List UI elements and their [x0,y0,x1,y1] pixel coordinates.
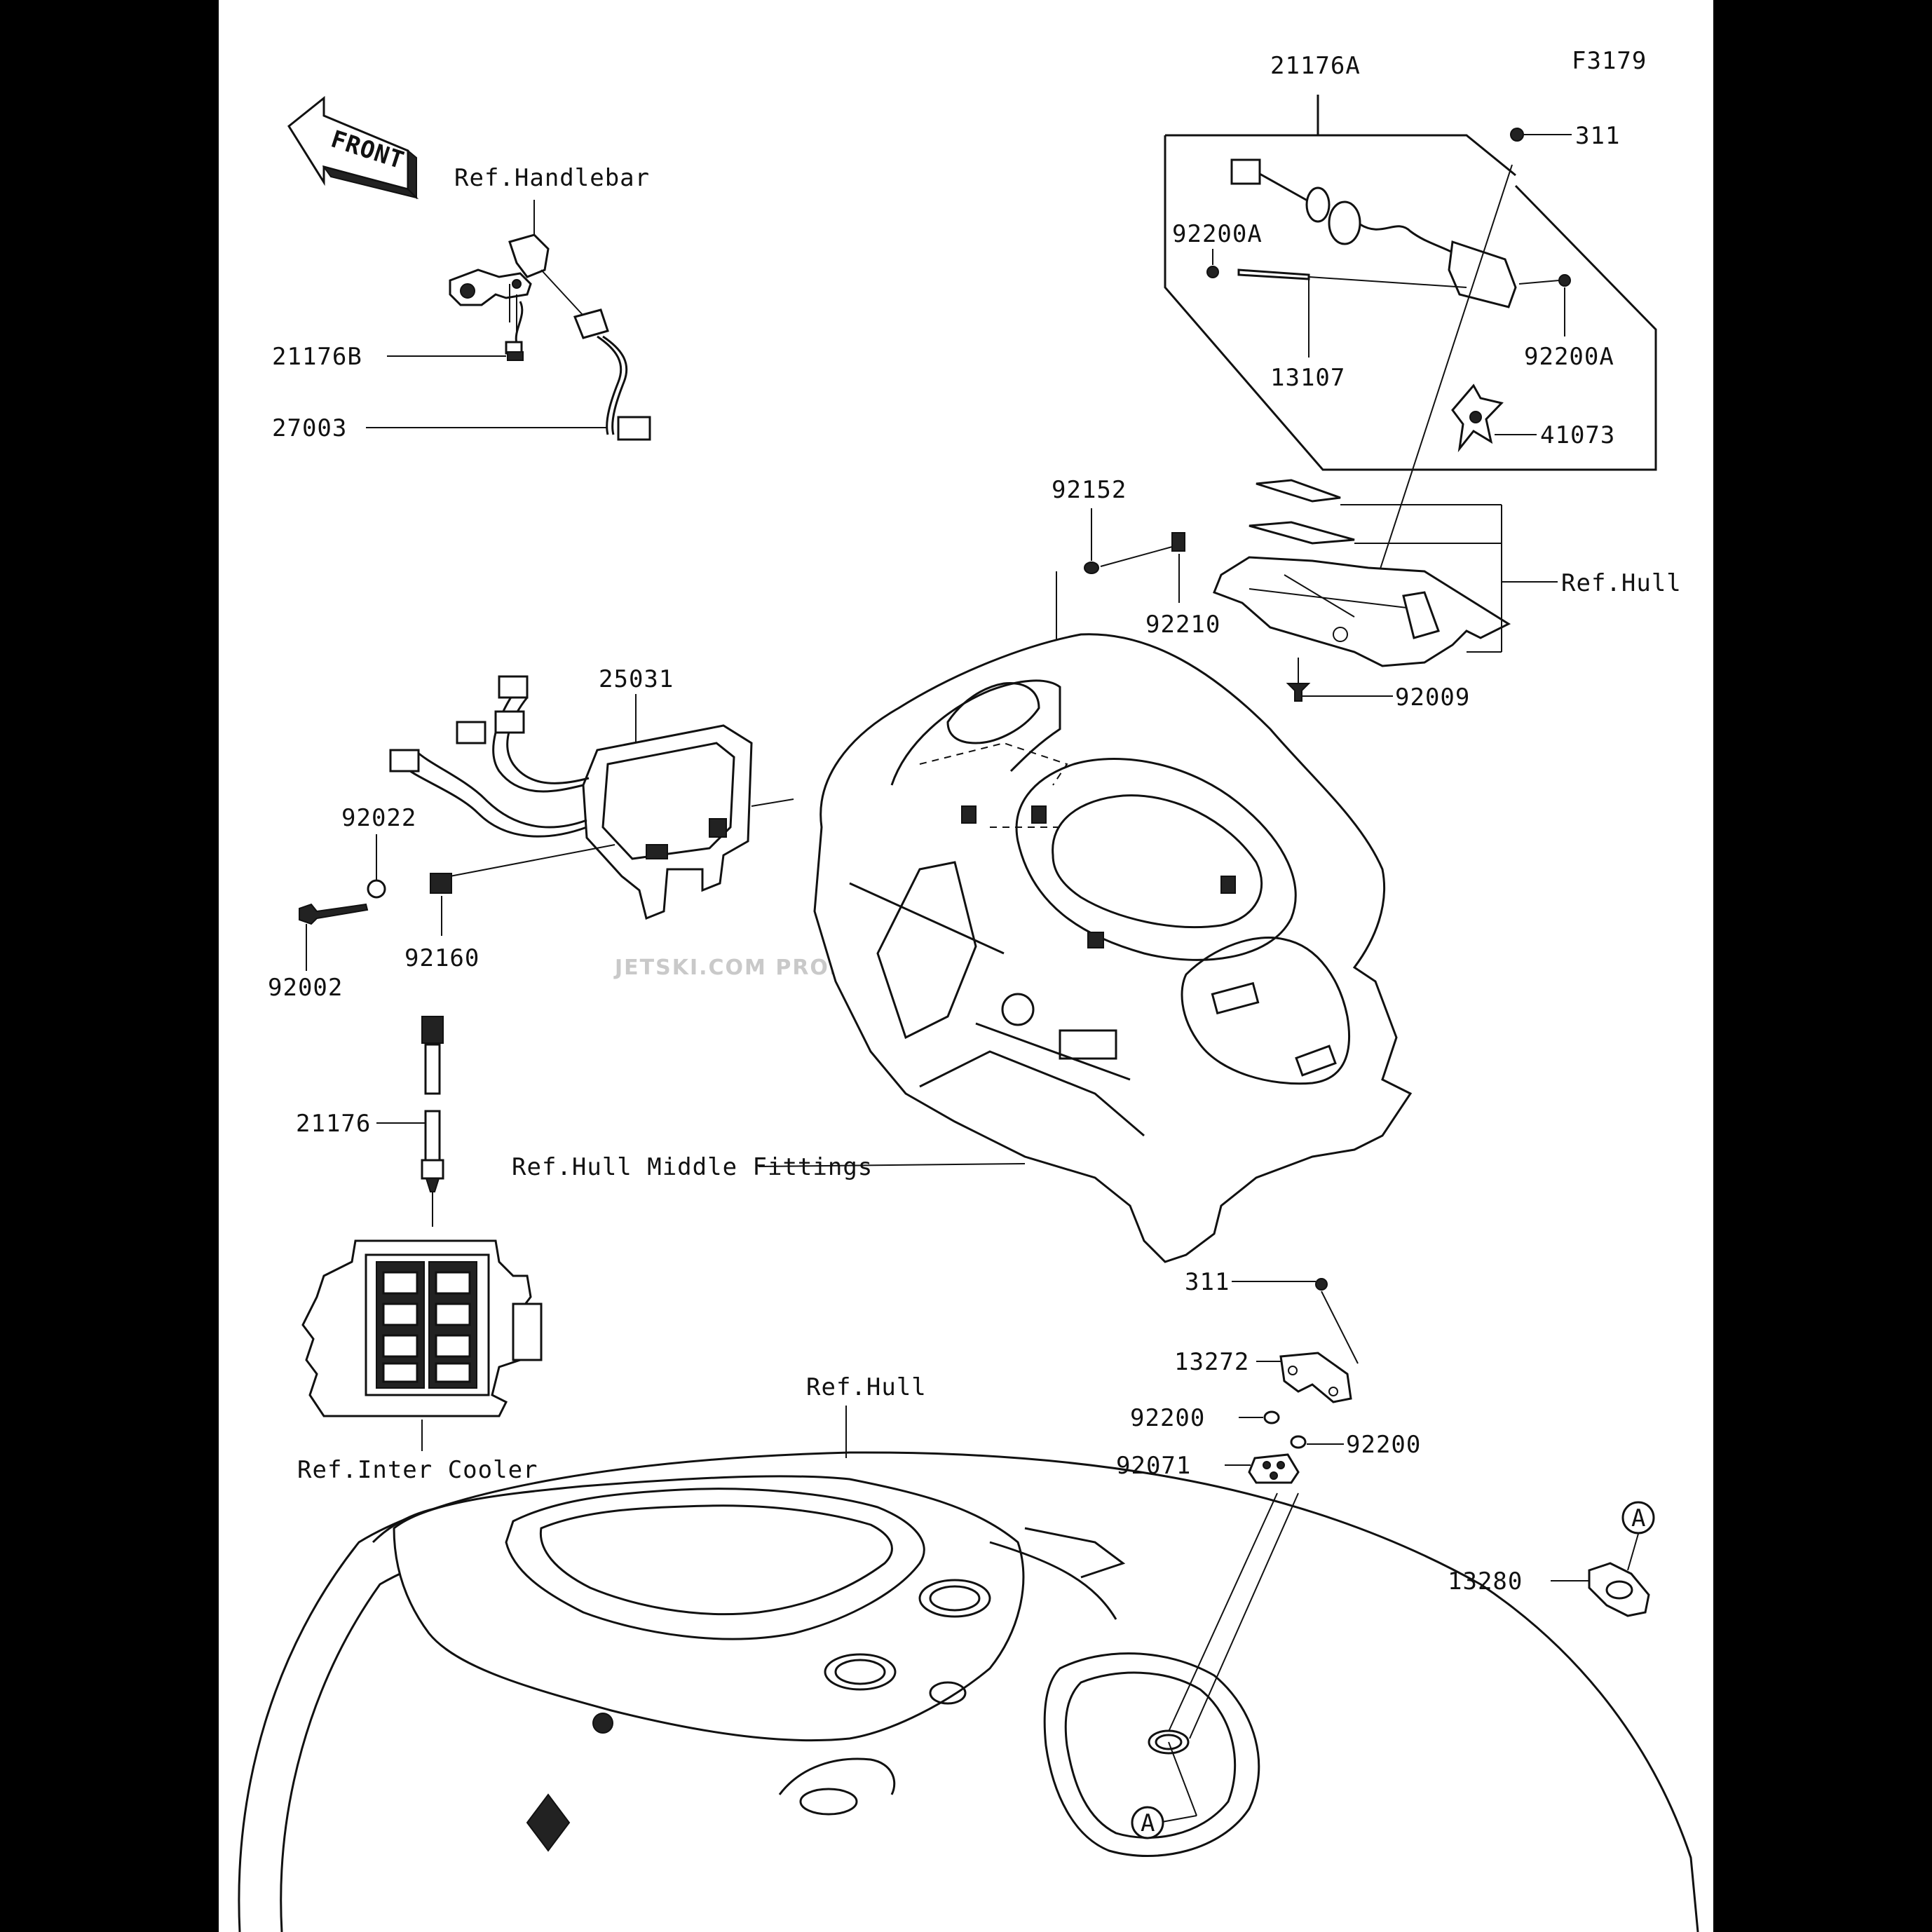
label-92210: 92210 [1145,611,1220,639]
bolt-311-bottom [1315,1278,1328,1291]
meter-25031 [582,724,753,920]
meter-assembly: 25031 [389,665,753,920]
parts-diagram-page: F3179 FRONT 21176A 311 13107 92200A [219,0,1713,1932]
callout-A-right [1621,1501,1655,1535]
sensor-21176B [507,351,524,361]
sensor-kit-group: 21176A 311 13107 92200A 92200A 41073 [1164,52,1657,632]
label-92022: 92022 [341,804,416,832]
label-21176A: 21176A [1270,52,1361,80]
plate-lower [1249,521,1355,545]
label-92009: 92009 [1395,683,1470,712]
hull-body [238,1451,1699,1932]
washer-92200-right [1290,1435,1307,1449]
nut-92210 [1171,532,1185,552]
label-41073: 41073 [1540,421,1615,449]
sensor-connector [1230,158,1261,185]
temp-sensor-21176 [421,1016,444,1192]
label-92200-right: 92200 [1346,1431,1421,1459]
sensor-bracket [1448,240,1517,308]
gasket-13280 [1588,1562,1650,1617]
label-ref-hull-bottom: Ref.Hull [806,1373,927,1401]
washer-92152 [1084,562,1099,574]
hull-middle-fittings [813,633,1413,1263]
label-21176: 21176 [296,1110,371,1138]
bolt-92002 [299,903,369,925]
label-21176B: 21176B [272,343,362,371]
exploded-parts-diagram: F3179 FRONT 21176A 311 13107 92200A [238,47,1699,1932]
label-ref-hull-top: Ref.Hull [1561,569,1682,597]
washer-92200-left [1263,1410,1280,1424]
pin-13107 [1237,268,1310,280]
label-13107: 13107 [1270,364,1345,392]
label-13272: 13272 [1174,1348,1249,1376]
label-92200A-left: 92200A [1172,220,1263,248]
label-13280: 13280 [1448,1567,1523,1596]
front-label: FRONT [327,125,407,175]
callout-A-hull [1131,1806,1164,1839]
meter-button-right [709,818,727,838]
connector-27003 [617,416,651,441]
label-ref-inter-cooler: Ref.Inter Cooler [297,1456,538,1484]
label-92152: 92152 [1052,476,1127,504]
hull-cover-plate: Ref.Hull [1213,479,1682,667]
label-92200A-right: 92200A [1524,343,1614,371]
label-92200-left: 92200 [1130,1404,1205,1432]
label-92071: 92071 [1116,1452,1191,1480]
label-311-top: 311 [1575,122,1620,150]
label-92160: 92160 [404,944,479,972]
front-arrow-icon: FRONT [287,95,419,200]
bracket-13272 [1279,1352,1352,1403]
handlebar-switch-group: Ref.Handlebar 21176B 27003 [272,164,651,442]
meter-button-left [646,844,668,859]
label-311-bottom: 311 [1185,1268,1230,1296]
plate-upper [1256,479,1341,503]
screw-92009 [1286,683,1311,702]
label-92002: 92002 [268,974,343,1002]
callout-A-right-letter: A [1631,1504,1646,1532]
label-ref-handlebar: Ref.Handlebar [454,164,650,192]
label-25031: 25031 [599,665,674,693]
grommet-92071 [1248,1453,1300,1484]
inter-cooler [301,1239,543,1417]
label-ref-hull-middle-fittings: Ref.Hull Middle Fittings [512,1153,873,1181]
washer-92022 [367,879,386,899]
diagram-id: F3179 [1572,47,1647,75]
callout-A-hull-letter: A [1141,1809,1155,1837]
label-27003: 27003 [272,414,347,442]
bushing-92160 [430,873,452,894]
